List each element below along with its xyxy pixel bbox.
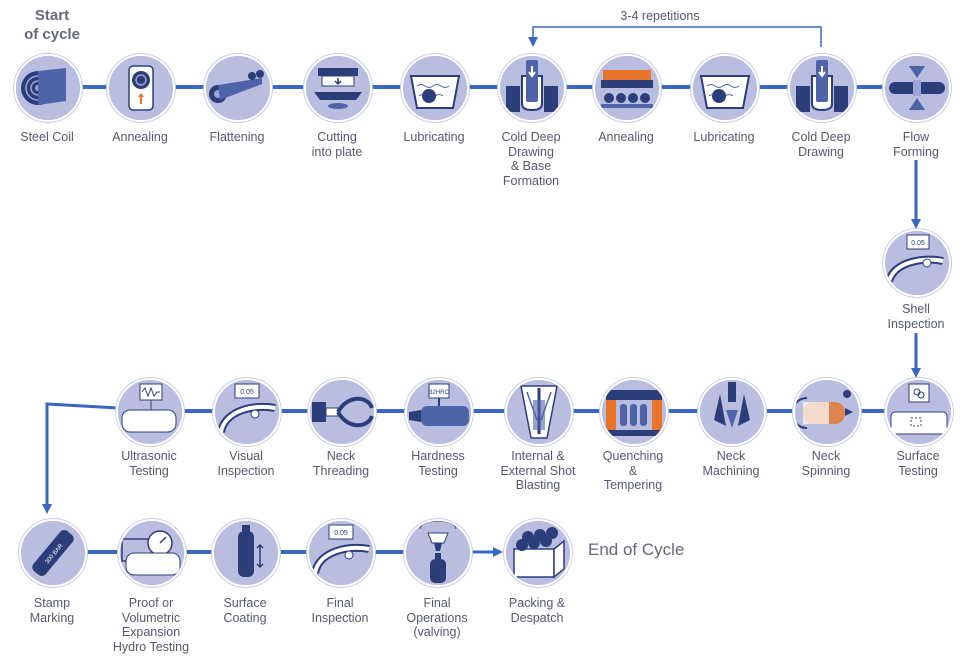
neck-spinning-icon bbox=[793, 378, 861, 446]
neck-threading-icon bbox=[308, 378, 376, 446]
repetitions-label: 3-4 repetitions bbox=[620, 9, 700, 23]
step-label: Neck Machining bbox=[702, 449, 760, 478]
repetitions-loop-line bbox=[528, 26, 822, 47]
cutting-press-icon bbox=[304, 54, 372, 122]
step-label: Hardness Testing bbox=[411, 449, 465, 478]
step-label: Final Inspection bbox=[311, 596, 369, 625]
lubricating-bath-icon bbox=[691, 54, 759, 122]
flattening-rollers-icon bbox=[204, 54, 272, 122]
annealing-conveyor-icon bbox=[593, 54, 661, 122]
shot-blasting-icon bbox=[505, 378, 573, 446]
step-label: Cold Deep Drawing bbox=[791, 130, 851, 159]
connector-down-3 bbox=[42, 402, 119, 514]
hardness-testing-icon: 32HRC bbox=[405, 378, 473, 446]
step-label: Flattening bbox=[209, 130, 265, 144]
annealing-furnace-icon bbox=[107, 54, 175, 122]
stamp-marking-icon: 300 BAR bbox=[19, 519, 87, 587]
step-label: Annealing bbox=[598, 130, 654, 144]
step-label: Surface Testing bbox=[896, 449, 940, 478]
step-label: Internal & External Shot Blasting bbox=[500, 449, 576, 492]
step-label: Neck Spinning bbox=[801, 449, 851, 478]
step-label: Lubricating bbox=[693, 130, 755, 144]
lubricating-bath-icon bbox=[401, 54, 469, 122]
shell-inspection-icon: 0.05 bbox=[883, 229, 951, 297]
surface-coating-icon bbox=[212, 519, 280, 587]
step-label: Final Operations (valving) bbox=[406, 596, 468, 639]
step-label: Cold Deep Drawing & Base Formation bbox=[501, 130, 561, 188]
step-label: Annealing bbox=[112, 130, 168, 144]
step-label: Flow Forming bbox=[893, 130, 939, 159]
step-label: Cutting into plate bbox=[311, 130, 363, 159]
step-label: Lubricating bbox=[403, 130, 465, 144]
svg-text:0.05: 0.05 bbox=[240, 389, 254, 396]
hydro-testing-icon bbox=[118, 519, 186, 587]
packing-icon bbox=[504, 519, 572, 587]
deep-drawing-icon bbox=[498, 54, 566, 122]
step-label: Proof or Volumetric Expansion Hydro Test… bbox=[112, 596, 190, 654]
svg-text:0.05: 0.05 bbox=[334, 530, 348, 537]
step-label: Shell Inspection bbox=[887, 302, 945, 331]
quenching-icon bbox=[600, 378, 668, 446]
step-label: Surface Coating bbox=[223, 596, 267, 625]
step-label: Visual Inspection bbox=[217, 449, 275, 478]
ultrasonic-testing-icon bbox=[116, 378, 184, 446]
svg-text:32HRC: 32HRC bbox=[429, 390, 449, 396]
flow-forming-icon bbox=[883, 54, 951, 122]
end-of-cycle-label: End of Cycle bbox=[588, 540, 685, 559]
valving-icon bbox=[404, 519, 472, 587]
svg-text:0.05: 0.05 bbox=[911, 240, 925, 247]
visual-inspection-icon: 0.05 bbox=[213, 378, 281, 446]
final-inspection-icon: 0.05 bbox=[307, 519, 375, 587]
steel-coil-icon bbox=[14, 54, 82, 122]
neck-machining-icon bbox=[698, 378, 766, 446]
step-label: Quenching & Tempering bbox=[602, 449, 664, 492]
step-label: Steel Coil bbox=[20, 130, 74, 144]
step-label: Neck Threading bbox=[312, 449, 370, 478]
step-label: Packing & Despatch bbox=[508, 596, 566, 625]
surface-testing-icon bbox=[885, 378, 953, 446]
step-label: Ultrasonic Testing bbox=[121, 449, 177, 478]
start-of-cycle-label: Start of cycle bbox=[24, 7, 80, 43]
step-label: Stamp Marking bbox=[29, 596, 75, 625]
deep-drawing-icon bbox=[788, 54, 856, 122]
